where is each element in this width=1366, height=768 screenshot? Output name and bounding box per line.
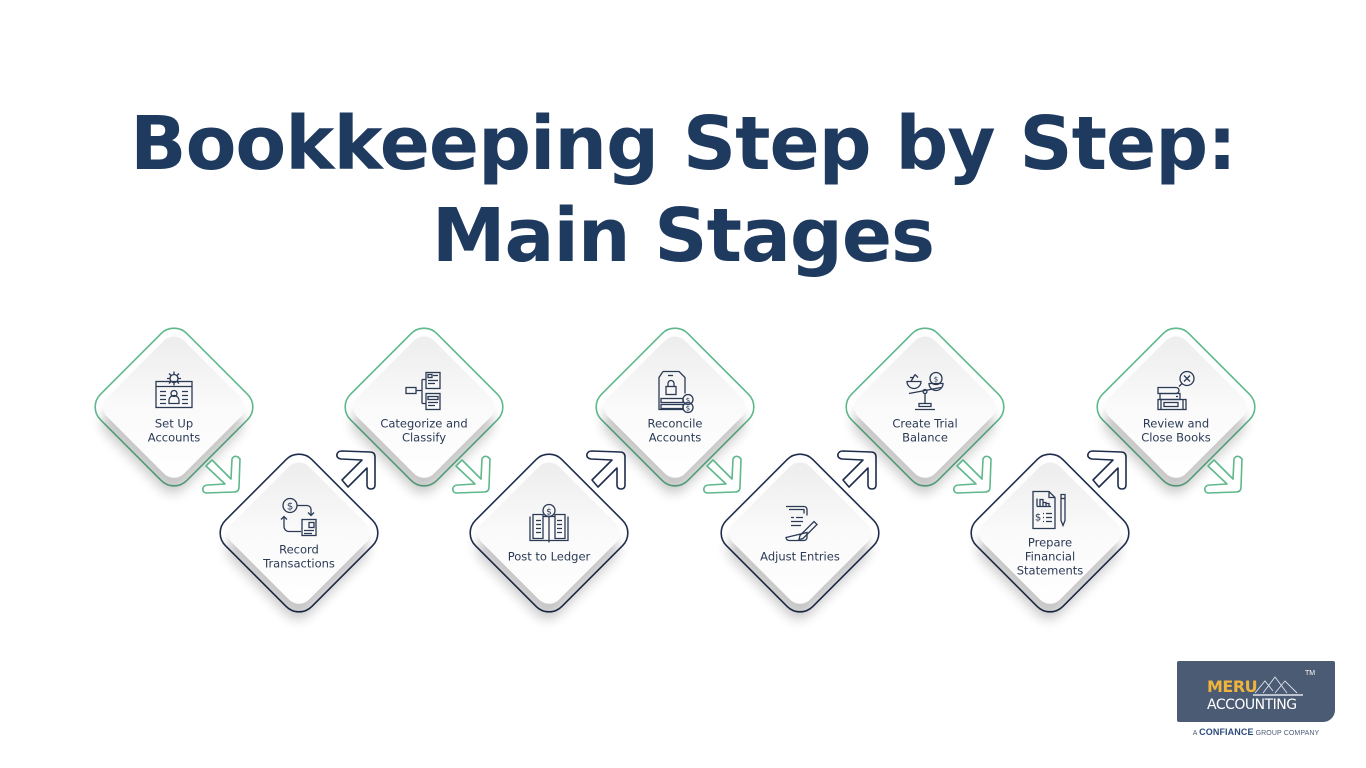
stage-label: Post to Ledger (507, 549, 591, 564)
books-stack-icon (1157, 370, 1195, 411)
stage-record-transactions: $ Record Transactions (179, 413, 419, 653)
tagline-brand: CONFIANCE (1199, 727, 1254, 737)
arrow-down-right-icon (703, 455, 742, 494)
document-lock-coins-icon: $ $ (658, 370, 694, 414)
stage-label: Record Transactions (263, 542, 335, 571)
stage-label: Create Trial Balance (892, 416, 958, 445)
tagline-prefix: A (1192, 730, 1198, 737)
money-exchange-icon: $ (280, 497, 317, 537)
stage-label: Set Up Accounts (147, 416, 201, 445)
title-line-2: Main Stages (431, 193, 935, 279)
arrow-down-right-icon (202, 455, 241, 494)
stage-reconcile-accounts: $ $ Reconcile Accounts (555, 287, 795, 527)
logo-brand-bottom: ACCOUNTING (1207, 697, 1297, 713)
arrow-up-right-icon (336, 450, 376, 490)
stage-post-to-ledger: $ Post to Ledger (429, 413, 669, 653)
stage-prepare-financial-statements: $ Prepare Financial Statements (930, 413, 1170, 653)
stage-label: Prepare Financial Statements (1016, 535, 1084, 578)
document-pen-icon (785, 505, 818, 542)
arrow-up-right-icon (1087, 450, 1127, 490)
svg-text:$: $ (1035, 513, 1041, 524)
logo-brand-top: MERU (1207, 677, 1258, 696)
mountain-icon (1253, 676, 1303, 696)
hierarchy-documents-icon (405, 371, 441, 411)
ledger-book-icon: $ (529, 503, 569, 543)
stage-categorize-and-classify: Categorize and Classify (304, 287, 544, 527)
arrow-up-right-icon (586, 450, 626, 490)
diamond-frame (970, 450, 1130, 613)
stage-set-up-accounts: Set Up Accounts (54, 287, 294, 527)
meru-accounting-logo: MERU TM ACCOUNTING (1177, 661, 1335, 722)
svg-text:$: $ (686, 405, 690, 413)
stage-label: Categorize and Classify (380, 416, 468, 445)
balance-scale-icon: $ (906, 371, 944, 411)
stage-review-and-close-books: Review and Close Books (1056, 287, 1296, 527)
stage-adjust-entries: Adjust Entries (680, 413, 920, 653)
diamond-frame (219, 450, 379, 613)
stage-label: Review and Close Books (1141, 416, 1211, 445)
arrow-up-right-icon (837, 450, 877, 490)
diamond-frame (344, 327, 504, 494)
financial-report-pencil-icon: $ (1032, 490, 1066, 530)
arrow-down-right-icon (1204, 455, 1243, 494)
diamond-frame (720, 450, 880, 613)
svg-text:$: $ (287, 502, 293, 513)
logo-trademark: TM (1305, 670, 1316, 677)
stage-create-trial-balance: $ Create Trial Balance (805, 287, 1045, 527)
stage-label: Adjust Entries (760, 549, 840, 564)
stage-label: Reconcile Accounts (647, 416, 703, 445)
account-setup-gear-icon (155, 371, 193, 409)
svg-text:$: $ (934, 376, 938, 384)
arrow-down-right-icon (953, 455, 992, 494)
svg-text:$: $ (686, 397, 690, 405)
logo-tagline: A CONFIANCE GROUP COMPANY (1177, 727, 1335, 737)
svg-text:$: $ (546, 508, 552, 518)
tagline-suffix: GROUP COMPANY (1255, 730, 1320, 737)
arrow-down-right-icon (452, 455, 491, 494)
diamond-frame (595, 327, 755, 494)
title-line-1: Bookkeeping Step by Step: (130, 101, 1237, 187)
page-title: Bookkeeping Step by Step: Main Stages (0, 98, 1366, 282)
